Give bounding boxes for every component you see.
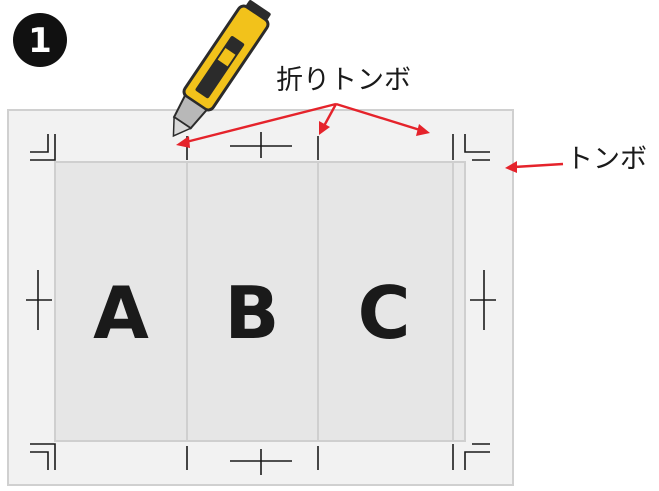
fold-marks-arrows [176, 102, 430, 148]
center-mark-bottom [230, 449, 292, 475]
fold-marks-label: 折りトンボ [276, 65, 411, 96]
trim-marks-label: トンボ [566, 144, 647, 175]
center-mark-right [470, 270, 496, 330]
step-badge: 1 [13, 13, 67, 67]
panel-label-b: B [225, 271, 280, 355]
trim-mark-top-left [30, 134, 56, 161]
arrow-to-fold-2 [322, 103, 338, 127]
trim-mark-bottom-right [452, 443, 490, 470]
panel-label-c: C [358, 271, 411, 355]
trim-mark-bottom-left [30, 443, 56, 470]
bleed-strip [452, 161, 466, 442]
panel-label-a: A [93, 271, 149, 355]
trim-marks-arrow [505, 161, 564, 173]
arrow-to-trim-edge [513, 162, 564, 169]
arrow-to-fold-1 [185, 102, 337, 144]
printed-area [54, 161, 466, 442]
trim-mark-top-right [452, 134, 490, 161]
center-mark-left [26, 270, 52, 330]
arrow-to-trim-mark [335, 102, 421, 132]
center-mark-top [230, 132, 292, 158]
panel-a [54, 161, 188, 442]
utility-knife-icon [172, 0, 271, 138]
step-number: 1 [28, 21, 52, 61]
number-badge-icon [13, 13, 67, 67]
